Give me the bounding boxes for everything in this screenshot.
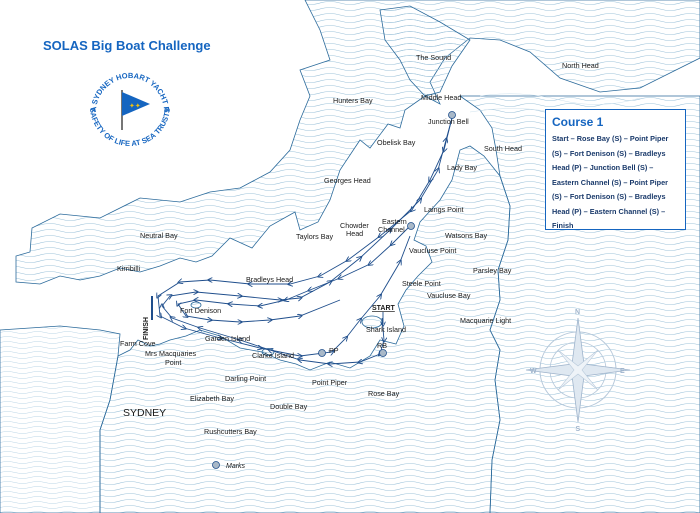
label-vaucluse-bay: Vaucluse Bay: [427, 291, 471, 300]
label-garden-island: Garden Island: [205, 334, 250, 343]
label-mrs-macquaries-point-l2: Point: [165, 358, 181, 367]
label-junction-bell: Junction Bell: [428, 117, 469, 126]
legend-mark-symbol: [212, 461, 220, 469]
label-vaucluse-point: Vaucluse Point: [409, 246, 456, 255]
course-panel: Course 1 Start – Rose Bay (S) – Point Pi…: [545, 109, 686, 230]
label-north-head: North Head: [562, 61, 599, 70]
label-obelisk-bay: Obelisk Bay: [377, 138, 416, 147]
compass-w: W: [530, 368, 537, 375]
label-the-sound: The Sound: [416, 53, 451, 62]
course-heading: Course 1: [552, 115, 604, 129]
label-steele-point: Steele Point: [402, 279, 441, 288]
label-elizabeth-bay: Elizabeth Bay: [190, 394, 234, 403]
legend-marks-label: Marks: [226, 463, 246, 470]
middle-head-land: [379, 5, 471, 97]
label-eastern-channel-l2: Channel: [378, 225, 405, 234]
point-piper-mark: [318, 349, 326, 357]
label-georges-head: Georges Head: [324, 176, 371, 185]
map-title: SOLAS Big Boat Challenge: [43, 38, 211, 53]
course-leg-return: [158, 117, 453, 356]
label-sydney: SYDNEY: [123, 407, 166, 419]
course-line: [151, 117, 453, 364]
compass-rose: N S E W: [525, 309, 631, 433]
label-clarke-island: Clarke Island: [252, 351, 294, 360]
label-mrs-macquaries-point-l1: Mrs Macquaries: [145, 349, 197, 358]
label-hunters-bay: Hunters Bay: [333, 96, 373, 105]
course-marks: [212, 111, 456, 469]
compass-s: S: [576, 426, 581, 433]
course-leg-inner: [178, 225, 411, 322]
label-bradleys-head: Bradleys Head: [246, 275, 293, 284]
compass-needle-diag-icon: [557, 349, 599, 391]
label-point-piper: Point Piper: [312, 378, 348, 387]
label-taylors-bay: Taylors Bay: [296, 232, 334, 241]
label-south-head: South Head: [484, 144, 522, 153]
flag-stars-icon: ✦✦: [129, 102, 141, 110]
label-farm-cove: Farm Cove: [120, 339, 156, 348]
compass-n: N: [575, 309, 580, 316]
label-start: START: [372, 305, 396, 312]
cyca-logo: CYCA SYDNEY HOBART YACHT RACE SAFETY OF …: [0, 0, 175, 155]
label-pp: PP: [329, 346, 339, 355]
label-neutral-bay: Neutral Bay: [140, 231, 178, 240]
place-labels: The Sound North Head Hunters Bay Middle …: [117, 53, 599, 470]
compass-e: E: [620, 368, 625, 375]
label-rose-bay: Rose Bay: [368, 389, 400, 398]
eastern-channel-mark: [407, 222, 415, 230]
course-description: Start – Rose Bay (S) – Point Piper (S) –…: [552, 134, 669, 230]
label-rushcutters-bay: Rushcutters Bay: [204, 427, 257, 436]
label-chowder-head-l1: Chowder: [340, 221, 369, 230]
burgee-flag-icon: [122, 92, 150, 116]
junction-bell-mark: [448, 111, 456, 119]
label-finish: FINISH: [143, 317, 150, 340]
label-chowder-head-l2: Head: [346, 229, 363, 238]
city-land: [0, 325, 121, 513]
label-double-bay: Double Bay: [270, 402, 308, 411]
label-macquarie-light: Macquarie Light: [460, 316, 511, 325]
label-middle-head: Middle Head: [421, 93, 461, 102]
label-darling-point: Darling Point: [225, 374, 266, 383]
label-kirribilli: Kirribilli: [117, 264, 141, 273]
label-shark-island: Shark Island: [366, 325, 406, 334]
label-lady-bay: Lady Bay: [447, 163, 477, 172]
rose-bay-mark: [379, 349, 387, 357]
label-eastern-channel-l1: Eastern: [382, 217, 407, 226]
label-watsons-bay: Watsons Bay: [445, 231, 487, 240]
label-parsley-bay: Parsley Bay: [473, 266, 512, 275]
label-rb: RB: [377, 341, 387, 350]
label-laings-point: Laings Point: [424, 205, 464, 214]
label-fort-denison: Fort Denison: [180, 306, 221, 315]
